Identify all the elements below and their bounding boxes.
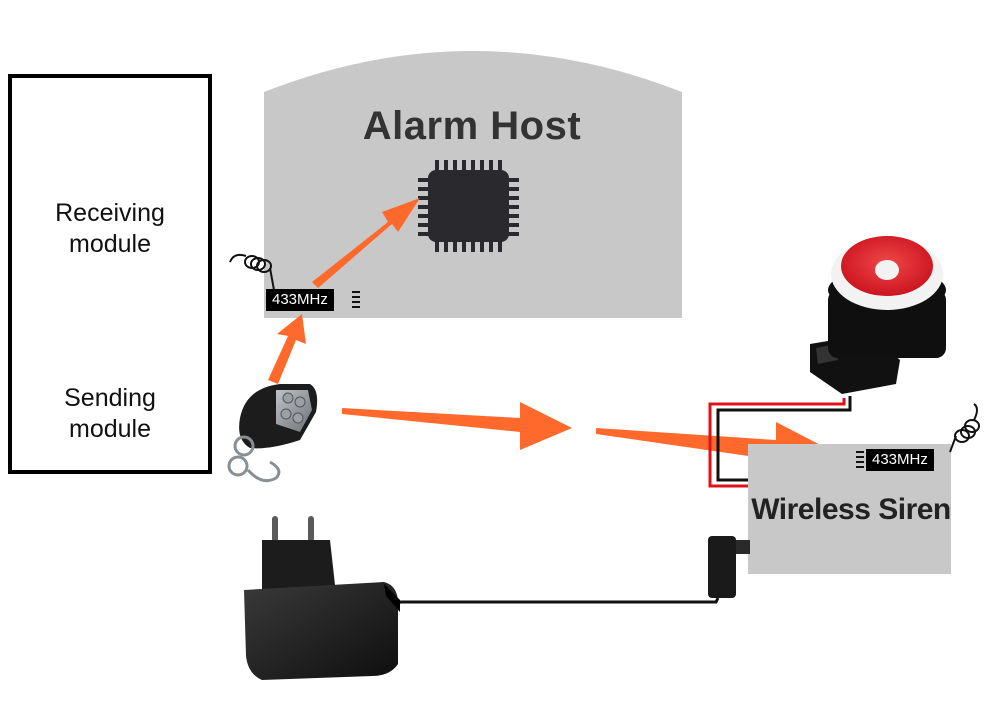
- arrow-icon: [342, 402, 834, 478]
- antenna-coil-icon: [949, 403, 980, 453]
- antenna-coil-icon: [229, 253, 275, 291]
- arrow-icon: [268, 314, 306, 384]
- siren-frequency-tag: 433MHz: [866, 449, 934, 471]
- arrow-icon: [312, 198, 420, 288]
- legend-box: Receiving module Sending module: [8, 74, 212, 474]
- host-module-pins: [352, 291, 360, 308]
- chip-icon: [418, 160, 519, 252]
- power-cable: [396, 597, 720, 606]
- siren-module-pins: [856, 451, 864, 468]
- host-frequency-tag: 433MHz: [266, 289, 334, 311]
- dc-plug-icon: [708, 536, 750, 598]
- siren-wires: [708, 396, 852, 488]
- receiving-label-line2: module: [69, 230, 151, 258]
- remote-control-icon: [227, 384, 318, 483]
- wireless-siren-title: Wireless Siren: [751, 493, 951, 526]
- sending-module-label: Sending module: [12, 383, 208, 445]
- receiving-module-label: Receiving module: [12, 198, 208, 260]
- siren-icon: [810, 236, 946, 394]
- sending-label-line2: module: [69, 415, 151, 443]
- power-adapter-icon: [244, 516, 400, 680]
- alarm-host-title: Alarm Host: [362, 104, 582, 148]
- sending-label-line1: Sending: [64, 384, 156, 412]
- receiving-label-line1: Receiving: [55, 199, 165, 227]
